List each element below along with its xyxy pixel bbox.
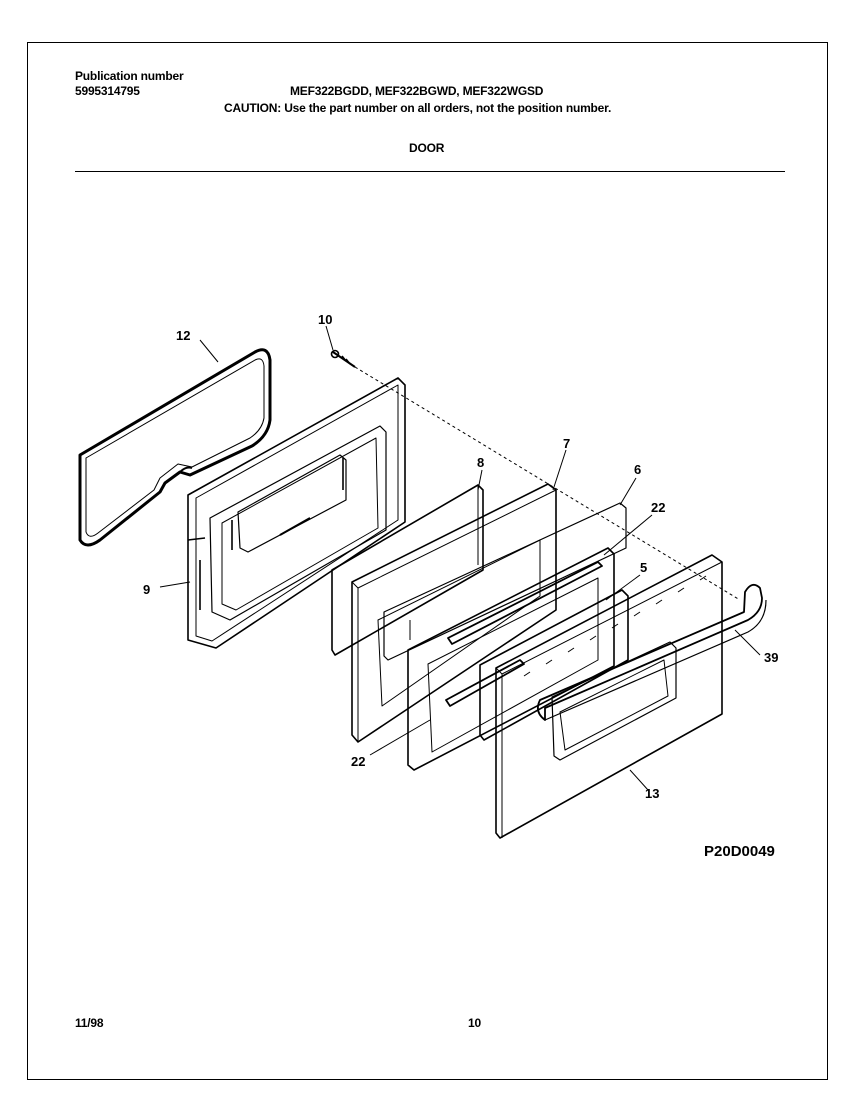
gasket-part <box>78 348 272 547</box>
header-rule <box>75 171 785 172</box>
page-number: 10 <box>468 1016 481 1030</box>
page-frame <box>27 42 828 1080</box>
door-liner-part <box>187 377 406 649</box>
callout-22-bottom: 22 <box>351 754 365 769</box>
publication-label: Publication number <box>75 69 184 83</box>
callout-10: 10 <box>318 312 332 327</box>
model-numbers: MEF322BGDD, MEF322BGWD, MEF322WGSD <box>290 84 544 98</box>
callout-6: 6 <box>634 462 641 477</box>
callout-12: 12 <box>176 328 190 343</box>
callout-22-top: 22 <box>651 500 665 515</box>
glass-retainer-part <box>407 547 629 771</box>
publication-number: 5995314795 <box>75 84 140 98</box>
callout-8: 8 <box>477 455 484 470</box>
callout-39: 39 <box>764 650 778 665</box>
section-title: DOOR <box>409 141 445 155</box>
screw-part <box>330 349 356 368</box>
leader-lines <box>159 325 761 791</box>
outer-door-part <box>495 554 723 839</box>
glass-frame-part <box>351 483 557 743</box>
callout-13: 13 <box>645 786 659 801</box>
insulation-part <box>331 484 484 656</box>
callout-9: 9 <box>143 582 150 597</box>
handle-part <box>536 583 767 721</box>
footer-date: 11/98 <box>75 1016 104 1030</box>
caution-note: CAUTION: Use the part number on all orde… <box>224 101 612 115</box>
diagram-code: P20D0049 <box>704 843 775 860</box>
callout-5: 5 <box>640 560 647 575</box>
callout-7: 7 <box>563 436 570 451</box>
inner-glass-part <box>383 502 627 661</box>
